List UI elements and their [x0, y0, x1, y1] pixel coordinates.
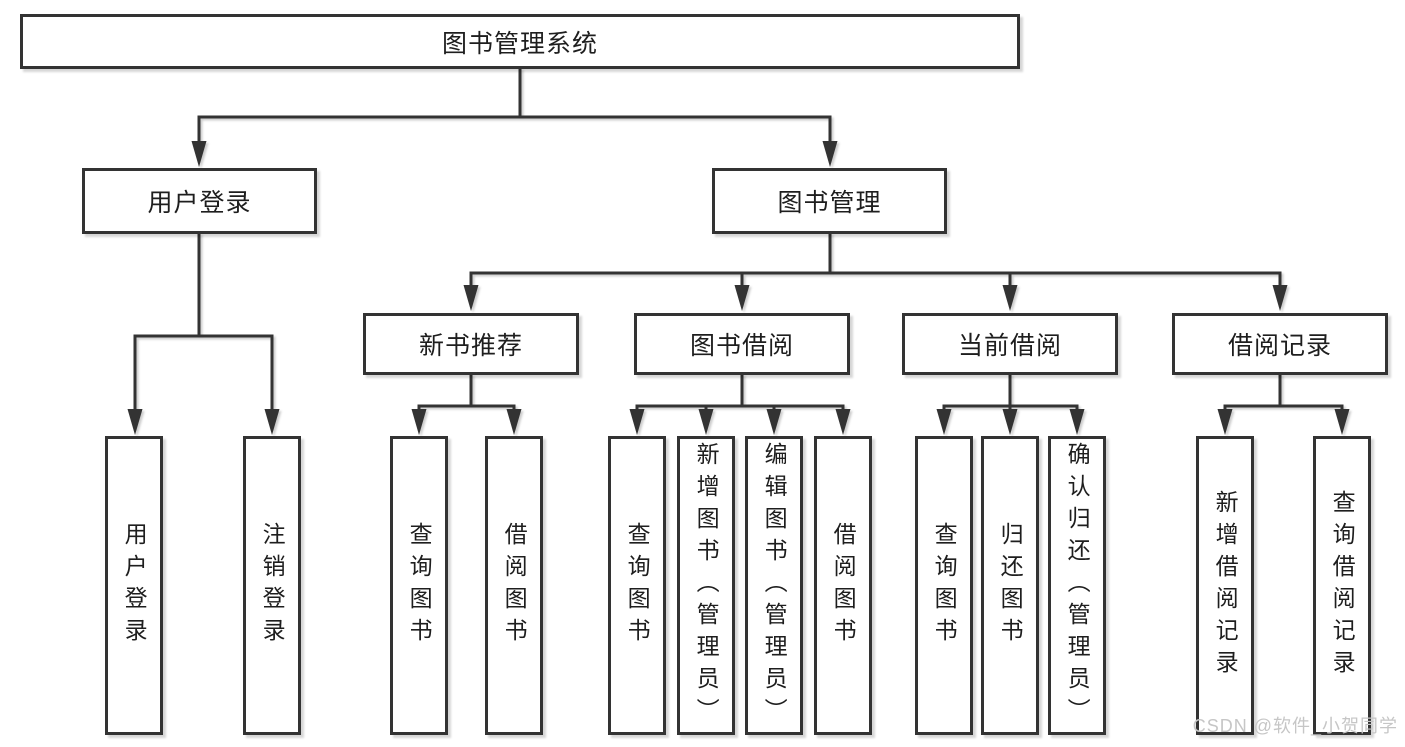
- leaf-add-borrow-record: 新增借阅记录: [1196, 436, 1254, 735]
- node-user-login: 用户登录: [82, 168, 317, 234]
- node-label: 查询图书: [624, 521, 651, 650]
- arrowheads: [127, 141, 1350, 435]
- node-label: 查询借阅记录: [1329, 489, 1356, 682]
- node-label: 图书管理系统: [441, 29, 598, 58]
- node-label: 用户登录: [121, 521, 148, 650]
- node-label: 图书管理: [777, 189, 882, 217]
- leaf-logout-login: 注销登录: [243, 436, 301, 735]
- node-label: 新增借阅记录: [1212, 489, 1239, 682]
- node-label: 新增图书（管理员）: [693, 441, 720, 730]
- leaf-query-book-recommend: 查询图书: [390, 436, 448, 735]
- node-label: 借阅图书: [830, 521, 857, 650]
- node-book-management: 图书管理: [712, 168, 947, 234]
- node-label: 编辑图书（管理员）: [761, 441, 788, 730]
- node-book-borrow: 图书借阅: [634, 313, 850, 375]
- node-label: 注销登录: [259, 521, 286, 650]
- leaf-query-borrow-record: 查询借阅记录: [1313, 436, 1371, 735]
- node-label: 归还图书: [997, 521, 1024, 650]
- leaf-return-book: 归还图书: [981, 436, 1039, 735]
- node-borrow-record: 借阅记录: [1172, 313, 1388, 375]
- watermark: CSDN @软件_小贺同学: [1192, 716, 1398, 736]
- leaf-add-book-admin: 新增图书（管理员）: [677, 436, 735, 735]
- node-root: 图书管理系统: [20, 14, 1020, 69]
- node-label: 用户登录: [147, 189, 252, 217]
- leaf-edit-book-admin: 编辑图书（管理员）: [745, 436, 803, 735]
- node-label: 借阅记录: [1227, 332, 1332, 360]
- leaf-borrow-book: 借阅图书: [814, 436, 872, 735]
- node-label: 确认归还（管理员）: [1064, 441, 1091, 730]
- node-label: 查询图书: [406, 521, 433, 650]
- node-label: 查询图书: [931, 521, 958, 650]
- node-new-book-recommend: 新书推荐: [363, 313, 579, 375]
- leaf-confirm-return-admin: 确认归还（管理员）: [1048, 436, 1106, 735]
- leaf-query-book-borrow: 查询图书: [608, 436, 666, 735]
- node-current-borrow: 当前借阅: [902, 313, 1118, 375]
- leaf-user-login: 用户登录: [105, 436, 163, 735]
- leaf-query-book-current: 查询图书: [915, 436, 973, 735]
- node-label: 借阅图书: [501, 521, 528, 650]
- node-label: 新书推荐: [418, 332, 523, 360]
- node-label: 当前借阅: [957, 332, 1062, 360]
- node-label: 图书借阅: [689, 332, 794, 360]
- leaf-borrow-book-recommend: 借阅图书: [485, 436, 543, 735]
